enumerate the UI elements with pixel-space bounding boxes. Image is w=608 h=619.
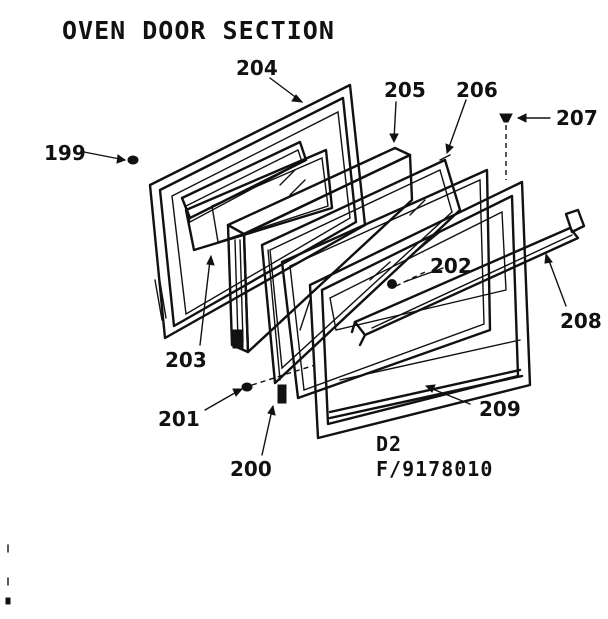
label-202: 202 — [430, 254, 472, 278]
leader-lines — [83, 77, 567, 456]
part-206-glass-frame — [260, 154, 462, 385]
label-209: 209 — [479, 397, 521, 421]
part-202-screw — [387, 279, 397, 289]
label-204: 204 — [236, 56, 278, 80]
label-205: 205 — [384, 78, 426, 102]
margin-marks — [5, 544, 11, 605]
part-209-outer-panel — [308, 180, 532, 440]
diagram-code-line2: F/9178010 — [376, 457, 494, 481]
label-201: 201 — [158, 407, 200, 431]
part-200-outer-glass — [277, 168, 492, 404]
label-203: 203 — [165, 348, 207, 372]
part-199-screw — [127, 155, 139, 165]
part-201-screw — [241, 382, 253, 392]
label-206: 206 — [456, 78, 498, 102]
alignment-lines — [251, 271, 426, 386]
label-200: 200 — [230, 457, 272, 481]
label-208: 208 — [560, 309, 602, 333]
label-207: 207 — [556, 106, 598, 130]
diagram-code-line1: D2 — [376, 432, 403, 456]
diagram-title: OVEN DOOR SECTION — [62, 16, 335, 45]
part-203-inner-glass — [184, 148, 334, 252]
label-199: 199 — [44, 141, 86, 165]
part-205-insulation — [226, 146, 414, 354]
part-207-screw — [499, 113, 513, 180]
part-208-handle — [350, 208, 586, 347]
